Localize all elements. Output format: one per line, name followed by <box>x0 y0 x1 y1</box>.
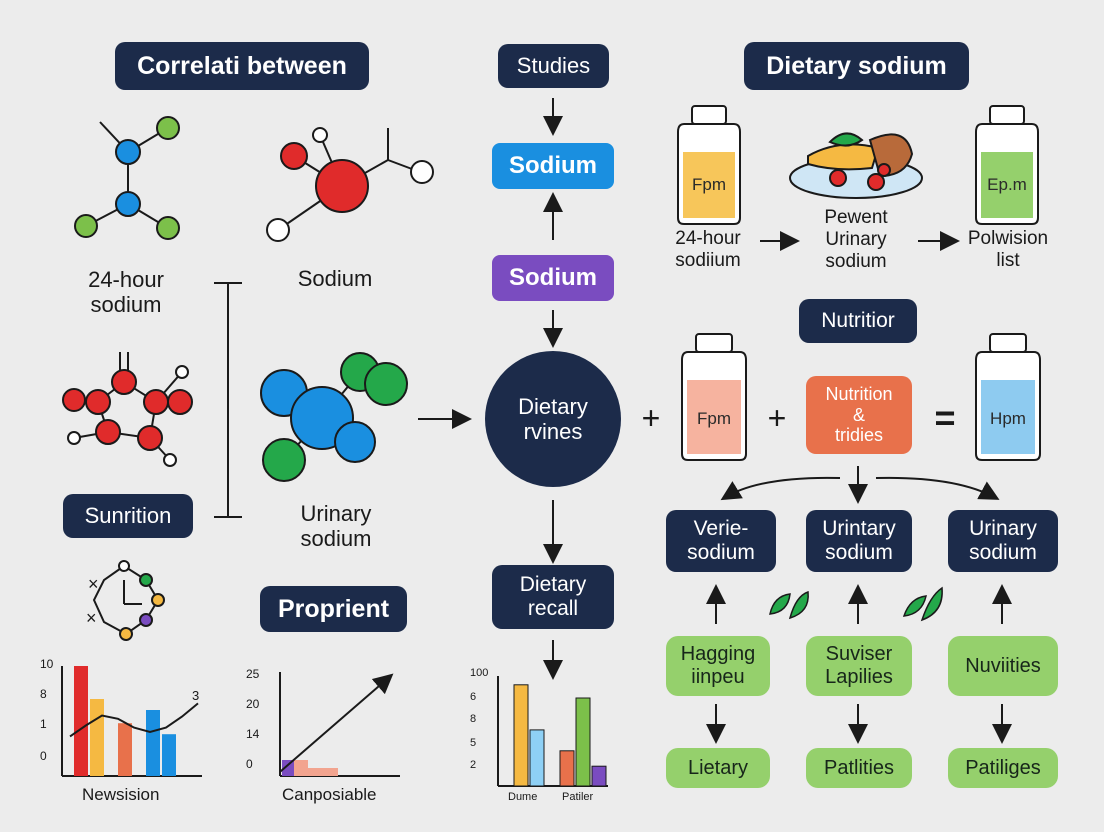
chart3-tick-label: 5 <box>470 737 476 749</box>
bottle-icon <box>975 333 1041 461</box>
chart2-tick-label: 20 <box>246 697 260 711</box>
chart3-tick-label: 2 <box>470 759 476 771</box>
header-dietary-sodium: Dietary sodium <box>744 42 969 90</box>
chart1-tick-label: 8 <box>40 687 47 701</box>
label-polwision-list: Polwision list <box>967 228 1049 271</box>
green-box-patlities: Patlities <box>806 748 912 788</box>
label-pewent-urinary: Pewent Urinary sodium <box>824 207 888 272</box>
chart2-bar <box>282 760 294 776</box>
clock-molecule-icon: × × <box>86 560 165 641</box>
chart3-bar <box>591 765 607 787</box>
chart3-bar <box>575 697 591 787</box>
svg-text:×: × <box>86 608 97 628</box>
branch-box-verie-sodium: Verie- sodium <box>666 510 776 572</box>
label-sodium: Sodium <box>297 266 373 291</box>
chart3-tick-label: 8 <box>470 713 476 725</box>
label-urinary-sodium: Urinary sodium <box>300 500 372 551</box>
bracket-line <box>214 282 242 518</box>
header-correlation: Correlati between <box>115 42 369 90</box>
bottle-icon <box>677 105 741 225</box>
green-box-nuviities: Nuviities <box>948 636 1058 696</box>
chart2-tick-label: 25 <box>246 667 260 681</box>
chart2-trend-arrow <box>279 673 394 773</box>
label-24h-sodium-right: 24-hour sodiium <box>675 228 741 271</box>
chart1-series-line <box>69 702 199 738</box>
nutrition-trides-box: Nutrition & tridies <box>806 376 912 454</box>
chart3-bar <box>559 750 575 787</box>
chart3-x-label: Patiler <box>562 791 594 803</box>
chart2-tick-label: 14 <box>246 727 260 741</box>
chart2-tick-label: 0 <box>246 757 253 771</box>
molecule-icon <box>260 352 408 482</box>
branch-box-urintary-sodium: Urintary sodium <box>806 510 912 572</box>
bottle-label: Ep.m <box>987 175 1027 194</box>
green-box-patiliges: Patiliges <box>948 748 1058 788</box>
chart1-x-label: Newsision <box>82 785 159 804</box>
bottle-label: Fpm <box>692 175 726 194</box>
header-nutrition: Nutritior <box>799 299 917 343</box>
molecule-ring-icon <box>62 352 193 467</box>
sodium-box-purple: Sodium <box>492 255 614 301</box>
chart3-bar <box>513 684 529 787</box>
bottle-label: Fpm <box>697 409 731 428</box>
dietary-circle: Dietary rvines <box>485 351 621 487</box>
chart3-tick-label: 100 <box>470 667 488 679</box>
sunrition-box: Sunrition <box>63 494 193 538</box>
chart1-bar <box>74 666 88 776</box>
plus-sign: + <box>641 399 661 436</box>
molecule-icon <box>266 127 434 242</box>
chart1-bar <box>146 710 160 776</box>
chart3-tick-label: 6 <box>470 691 476 703</box>
chart1-annotation: 3 <box>192 688 199 703</box>
flow-arrows <box>418 98 563 680</box>
header-proprient: Proprient <box>260 586 407 632</box>
green-box-lietary: Lietary <box>666 748 770 788</box>
chart1-bar <box>118 723 132 776</box>
equals-sign: = <box>934 397 956 438</box>
green-box-suviser: Suviser Lapilies <box>806 636 912 696</box>
charts-group: 108103Newsision2520140Canposiable1006852… <box>40 657 608 804</box>
chart2-bar <box>294 760 308 776</box>
plus-sign: + <box>767 399 787 436</box>
dietary-recall-box: Dietary recall <box>492 565 614 629</box>
chart1-bar <box>162 734 176 776</box>
green-box-hagging: Hagging iinpeu <box>666 636 770 696</box>
chart1-bar <box>90 699 104 776</box>
chart3-bar <box>529 729 545 787</box>
chart1-tick-label: 10 <box>40 657 54 671</box>
bottle-icon <box>975 105 1039 225</box>
chart2-bar <box>308 768 338 776</box>
branch-arrows <box>706 466 1012 744</box>
header-studies: Studies <box>498 44 609 88</box>
chart3-x-label: Dume <box>508 791 537 803</box>
food-plate-icon <box>789 132 923 199</box>
branch-box-urinary-sodium: Urinary sodium <box>948 510 1058 572</box>
chart1-tick-label: 1 <box>40 717 47 731</box>
label-24h-sodium: 24-hour sodium <box>88 266 164 317</box>
chart2-x-label: Canposiable <box>282 785 377 804</box>
leaf-icon <box>902 586 943 622</box>
chart1-tick-label: 0 <box>40 749 47 763</box>
bottle-label: Hpm <box>990 409 1026 428</box>
leaf-icon <box>769 590 809 620</box>
molecule-icon <box>74 116 180 240</box>
svg-text:×: × <box>88 574 99 594</box>
sodium-box-blue: Sodium <box>492 143 614 189</box>
bottle-icon <box>681 333 747 461</box>
